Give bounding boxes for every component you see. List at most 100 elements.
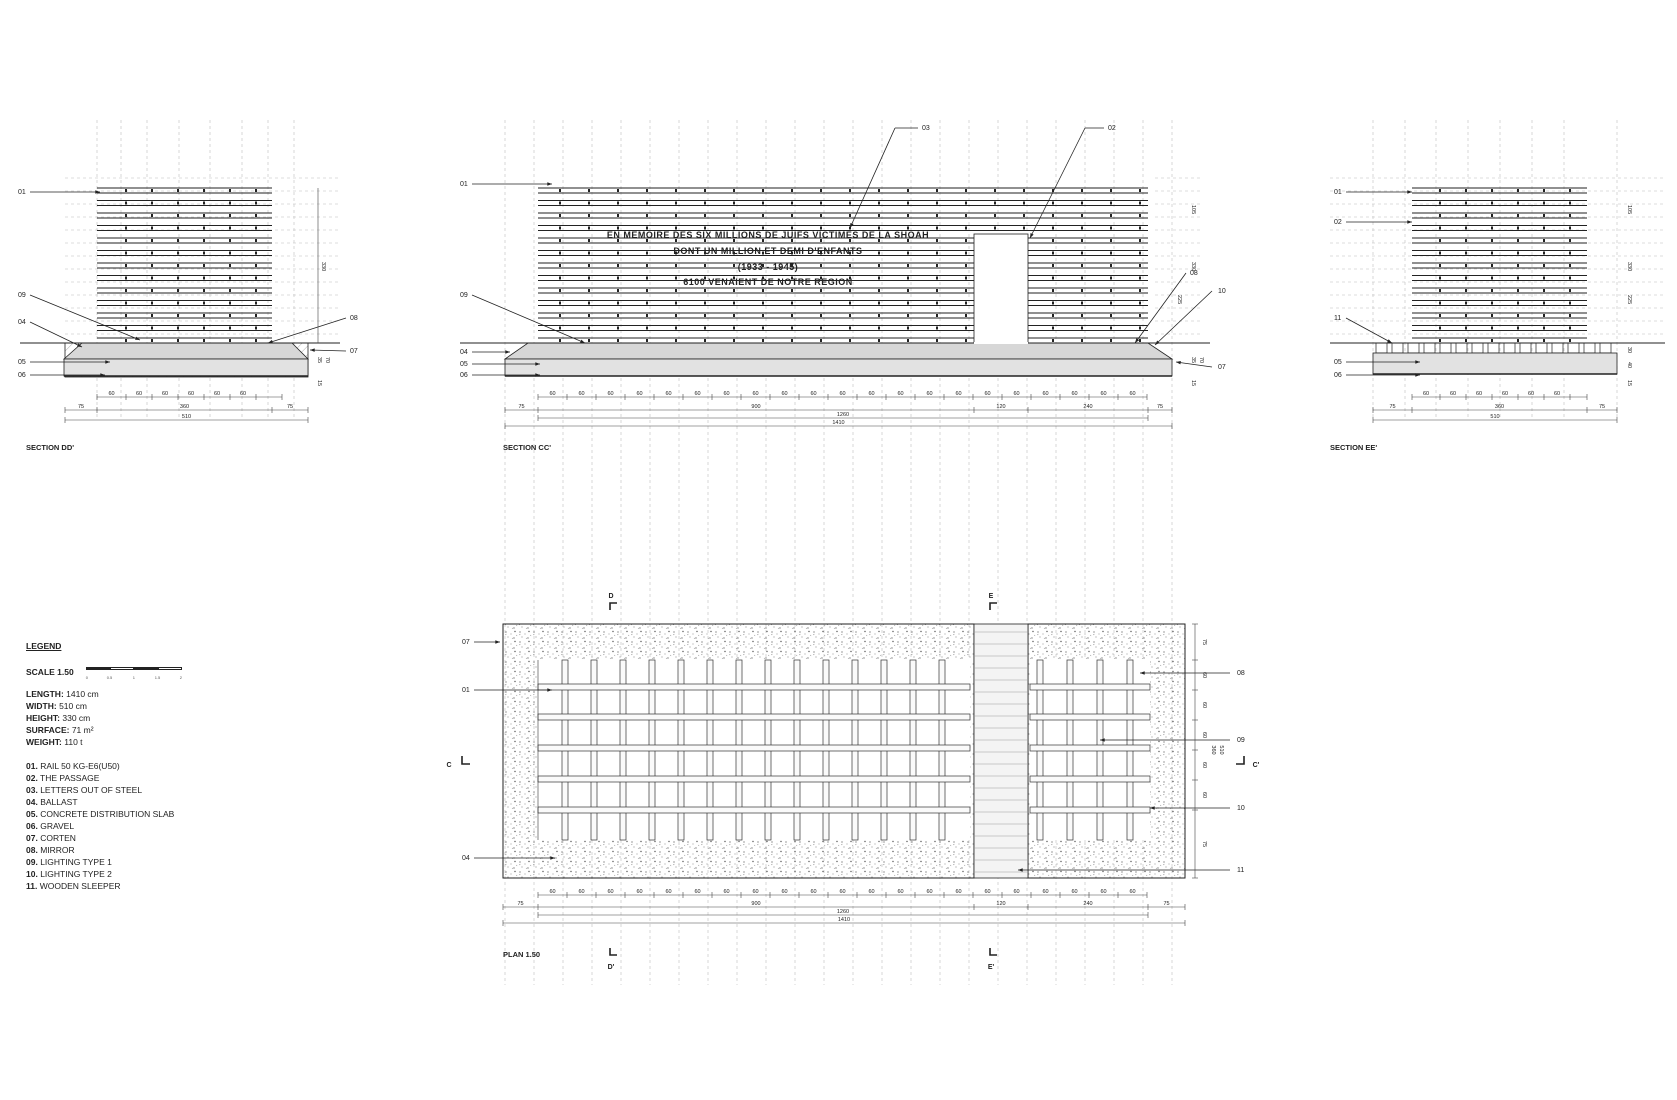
- section-ee-label: SECTION EE': [1330, 443, 1377, 452]
- passage-floor: [973, 623, 1029, 879]
- cc-dim-top: 60: [897, 391, 903, 397]
- plan-dim-right: 60: [1201, 672, 1207, 678]
- wooden-sleeper: [1439, 342, 1452, 354]
- plan-dim-bottom: 60: [1071, 889, 1077, 895]
- ee-dim-height: 40: [1626, 362, 1632, 368]
- callout-number: 02: [1108, 125, 1116, 132]
- cc-dim-top: 60: [549, 391, 555, 397]
- ee-dim-mid: 360: [1495, 404, 1504, 410]
- cut-marker-bracket: [609, 948, 617, 956]
- plan-label: PLAN 1.50: [503, 950, 540, 959]
- cc-dim-top: 60: [1129, 391, 1135, 397]
- callout-number: 09: [1237, 737, 1245, 744]
- plan-dim-bottom: 60: [1042, 889, 1048, 895]
- arrowhead: [535, 362, 540, 366]
- dd-dim-top: 60: [240, 391, 246, 397]
- legend-item: 06. GRAVEL: [26, 821, 75, 831]
- callout-number: 08: [1237, 670, 1245, 677]
- plan-dim-right: 60: [1201, 702, 1207, 708]
- inscription-line-2: DONT UN MILLION ET DEMI D'ENFANTS: [673, 246, 862, 256]
- scale-tick: 1: [132, 675, 135, 680]
- leader-line: [849, 127, 896, 229]
- arrowhead: [547, 182, 552, 186]
- leader-line: [309, 349, 347, 352]
- callout-number: 10: [1218, 288, 1226, 295]
- arrowhead: [547, 688, 552, 692]
- arrowhead: [1135, 338, 1140, 343]
- cc-dim-height: 15: [1190, 380, 1196, 386]
- rail-beam: [537, 713, 971, 721]
- plan-dim-bottom: 60: [868, 889, 874, 895]
- plan-dim-bottom: 60: [1129, 889, 1135, 895]
- plan-dim-right: 75: [1201, 841, 1207, 847]
- plan-dim-mid: 75: [1163, 901, 1169, 907]
- plan-dim-bottom: 60: [1100, 889, 1106, 895]
- callout-number: 07: [1218, 364, 1226, 371]
- property-surface: SURFACE: 71 m²: [26, 725, 94, 735]
- cc-dim-height: 225: [1176, 295, 1182, 304]
- inscription-line-1: EN MEMOIRE DES SIX MILLIONS DE JUIFS VIC…: [607, 230, 929, 240]
- cc-dim-top: 60: [1042, 391, 1048, 397]
- cut-marker-label: C': [1253, 762, 1260, 769]
- dd-dim-top: 60: [214, 391, 220, 397]
- plan-dim-right: 60: [1201, 762, 1207, 768]
- plan-dim-bottom: 60: [926, 889, 932, 895]
- arrowhead: [1155, 340, 1160, 345]
- ee-dim-top: 60: [1450, 391, 1456, 397]
- dd-dim-mid: 360: [180, 404, 189, 410]
- dd-dim-height: 70: [324, 357, 330, 363]
- cc-dim-top: 60: [694, 391, 700, 397]
- cc-dim-top: 60: [636, 391, 642, 397]
- plan-dim-bottom: 60: [897, 889, 903, 895]
- callout-number: 04: [460, 349, 468, 356]
- arrowhead: [505, 350, 510, 354]
- legend-item: 11. WOODEN SLEEPER: [26, 881, 121, 891]
- cc-dim-mid: 240: [1083, 404, 1092, 410]
- cut-marker-label: D': [608, 964, 615, 971]
- wooden-sleeper: [1407, 342, 1420, 354]
- callout-number: 01: [460, 181, 468, 188]
- cc-passage-gap-ground: [974, 342, 1028, 344]
- cc-dim-top: 60: [1100, 391, 1106, 397]
- cc-dim-top: 60: [1071, 391, 1077, 397]
- cc-dim-top: 60: [839, 391, 845, 397]
- plan-dim-total: 1410: [838, 917, 850, 923]
- arrowhead: [1100, 738, 1105, 742]
- cut-marker-bracket: [461, 756, 470, 765]
- wooden-sleeper: [1599, 342, 1612, 354]
- legend-properties: LENGTH: 1410 cm WIDTH: 510 cm HEIGHT: 33…: [26, 688, 266, 748]
- legend-items: 01. RAIL 50 KG-E6(U50) 02. THE PASSAGE 0…: [26, 760, 266, 892]
- legend-item: 09. LIGHTING TYPE 1: [26, 857, 112, 867]
- arrowhead: [1030, 233, 1034, 238]
- cut-marker-bracket: [989, 602, 997, 610]
- callout-number: 07: [462, 639, 470, 646]
- rail-beam: [1029, 683, 1151, 691]
- callout-number: 11: [1334, 315, 1341, 322]
- leader-line: [471, 294, 586, 344]
- ee-dim-height: 330: [1626, 262, 1632, 271]
- cut-marker-bracket: [609, 602, 617, 610]
- legend-item: 08. MIRROR: [26, 845, 75, 855]
- leader-line: [1175, 361, 1213, 368]
- leader-line: [1134, 272, 1187, 344]
- wooden-sleeper: [1583, 342, 1596, 354]
- plan-dim-bottom: 60: [781, 889, 787, 895]
- legend-title: LEGEND: [26, 641, 62, 651]
- scale-label: SCALE 1.50: [26, 667, 74, 677]
- ee-dim-top: 60: [1554, 391, 1560, 397]
- rail-beam: [537, 775, 971, 783]
- cc-inscription: EN MEMOIRE DES SIX MILLIONS DE JUIFS VIC…: [607, 230, 929, 287]
- wooden-sleeper: [1391, 342, 1404, 354]
- rail-beam: [1029, 744, 1151, 752]
- plan-dim-right-total: 360: [1210, 745, 1216, 754]
- cc-dim-top: 60: [607, 391, 613, 397]
- leader-line: [1345, 317, 1393, 344]
- cc-dim-total: 1410: [832, 420, 844, 426]
- inscription-line-3: (1933 - 1945): [738, 262, 799, 272]
- cc-dim-mid: 75: [518, 404, 524, 410]
- arrowhead: [1407, 190, 1412, 194]
- plan-dim-bottom: 60: [607, 889, 613, 895]
